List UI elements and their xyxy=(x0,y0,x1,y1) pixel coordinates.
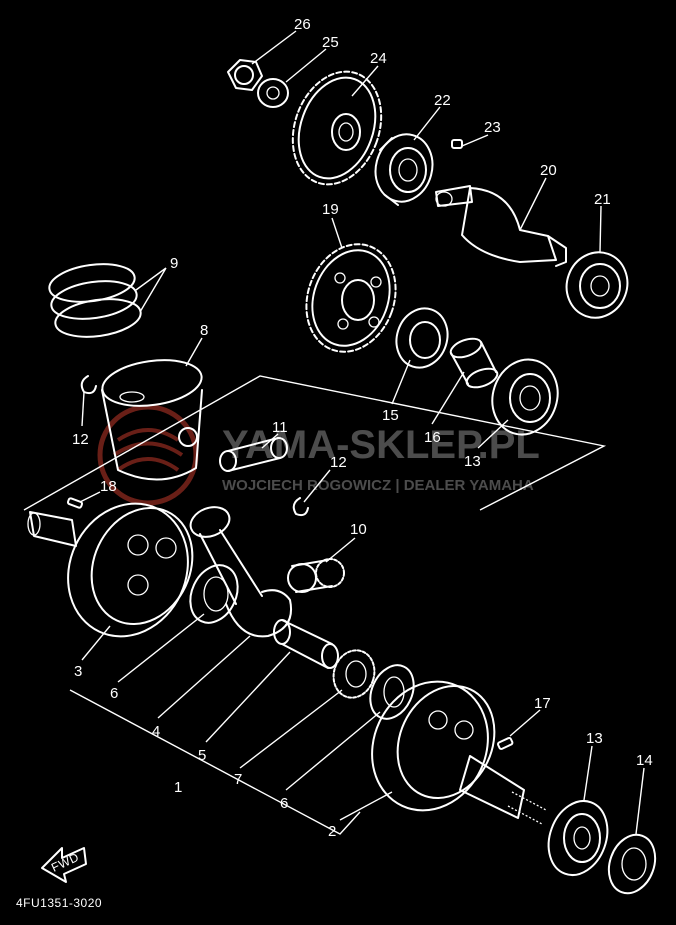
part-piston-8 xyxy=(101,359,203,481)
callout-26: 26 xyxy=(294,16,311,33)
part-piston-rings-9 xyxy=(48,263,142,338)
callout-9: 9 xyxy=(170,255,178,272)
callout-22: 22 xyxy=(434,92,451,109)
callout-12-left: 12 xyxy=(72,431,89,448)
callout-6-right: 6 xyxy=(280,795,288,812)
part-gear-24 xyxy=(291,70,383,186)
part-crank-pin-5 xyxy=(273,619,339,669)
part-key-23 xyxy=(451,139,463,149)
part-bearing-21 xyxy=(565,251,629,319)
callout-6-left: 6 xyxy=(110,685,118,702)
part-crank-left-3 xyxy=(27,502,194,638)
callout-25: 25 xyxy=(322,34,339,51)
callout-23: 23 xyxy=(484,119,501,136)
callout-5: 5 xyxy=(198,747,206,764)
callout-2: 2 xyxy=(328,823,336,840)
callout-24: 24 xyxy=(370,50,387,67)
part-piston-pin-11 xyxy=(219,437,288,472)
callout-4: 4 xyxy=(152,723,160,740)
part-bearing-22 xyxy=(374,133,434,206)
callout-13-upper: 13 xyxy=(464,453,481,470)
part-crank-right-2 xyxy=(371,680,547,825)
fwd-arrow-icon: FWD xyxy=(41,847,87,883)
bracket-piston-group xyxy=(23,375,607,511)
part-bearing-13-upper xyxy=(491,358,559,436)
part-bearing-6-right xyxy=(369,664,415,720)
callout-12-right: 12 xyxy=(330,454,347,471)
watermark-tagline: WOJCIECH ROGOWICZ | DEALER YAMAHA xyxy=(222,477,534,494)
part-bearing-13-lower xyxy=(547,800,609,876)
callout-11: 11 xyxy=(272,419,288,436)
callout-19: 19 xyxy=(322,201,339,218)
bracket-crankshaft-group xyxy=(69,689,361,835)
part-key-17 xyxy=(497,736,514,750)
callout-15: 15 xyxy=(382,407,399,424)
part-spacer-16 xyxy=(449,337,499,389)
callout-8: 8 xyxy=(200,322,208,339)
part-oil-seal-14 xyxy=(607,833,657,895)
part-needle-bearing-10 xyxy=(287,558,345,593)
callout-10: 10 xyxy=(350,521,367,538)
part-circlip-12-right xyxy=(292,497,309,517)
part-bearing-15 xyxy=(395,307,449,369)
part-bearing-6-left xyxy=(189,564,239,624)
callout-13-lower: 13 xyxy=(586,730,603,747)
callout-labels: 26 25 24 22 23 20 21 19 9 8 12 15 16 13 … xyxy=(72,16,653,840)
part-nut-26 xyxy=(227,59,263,91)
callout-1: 1 xyxy=(174,779,182,796)
callout-20: 20 xyxy=(540,162,557,179)
part-needle-bearing-7 xyxy=(332,649,376,699)
callout-17: 17 xyxy=(534,695,551,712)
callout-7: 7 xyxy=(234,771,242,788)
callout-3: 3 xyxy=(74,663,82,680)
part-key-18 xyxy=(66,497,84,509)
part-washer-25 xyxy=(257,78,289,108)
part-balancer-shaft-20 xyxy=(435,185,567,267)
callout-21: 21 xyxy=(594,191,611,208)
part-gear-19 xyxy=(305,243,397,353)
fwd-label: FWD xyxy=(49,850,81,875)
callout-14: 14 xyxy=(636,752,653,769)
leader-lines xyxy=(79,30,645,835)
callout-16: 16 xyxy=(424,429,441,446)
part-circlip-12-left xyxy=(80,375,97,395)
drawing-code: 4FU1351-3020 xyxy=(16,896,102,910)
callout-18: 18 xyxy=(100,478,117,495)
